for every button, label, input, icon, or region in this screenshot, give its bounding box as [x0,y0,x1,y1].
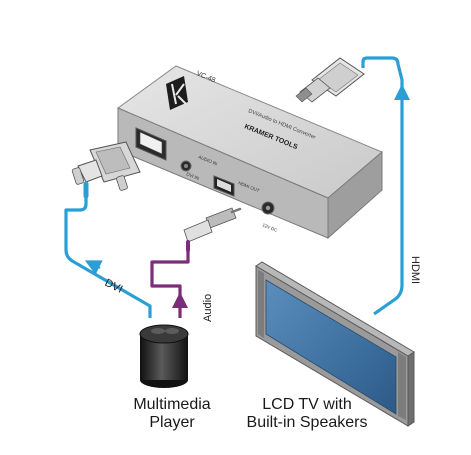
multimedia-player-icon [139,324,189,388]
hdmi-output-port [213,175,235,197]
hdmi-connector-icon [295,57,365,103]
audio-label: Audio [202,294,214,322]
port-label-power: 12V DC [262,222,279,233]
hdmi-label: HDMI [409,256,421,284]
dvi-port [135,127,167,161]
lcd-tv-icon [255,261,415,427]
dvi-label: DVI [103,277,125,296]
kramer-logo-icon [166,76,188,110]
hdmi-cable [361,56,410,316]
multimedia-player-caption: Multimedia Player [108,396,236,432]
player-caption-line2: Player [149,414,195,431]
audio-jack-icon [180,160,192,172]
dvi-connector-icon [71,141,141,199]
port-label-dvi: DVI IN [186,171,200,181]
tv-caption-line2: Built-in Speakers [246,414,368,431]
lcd-tv-caption: LCD TV with Built-in Speakers [226,396,388,432]
audio-cable [150,250,190,318]
player-caption-line1: Multimedia [133,396,211,413]
converter-device: VC-48 DVI/Audio to HDMI Converter KRAMER… [116,65,383,240]
tv-caption-line1: LCD TV with [262,396,352,413]
dvi-cable [64,196,152,318]
tv-screen [265,279,397,415]
power-connector [261,201,275,215]
audio-plug-icon [183,207,242,252]
